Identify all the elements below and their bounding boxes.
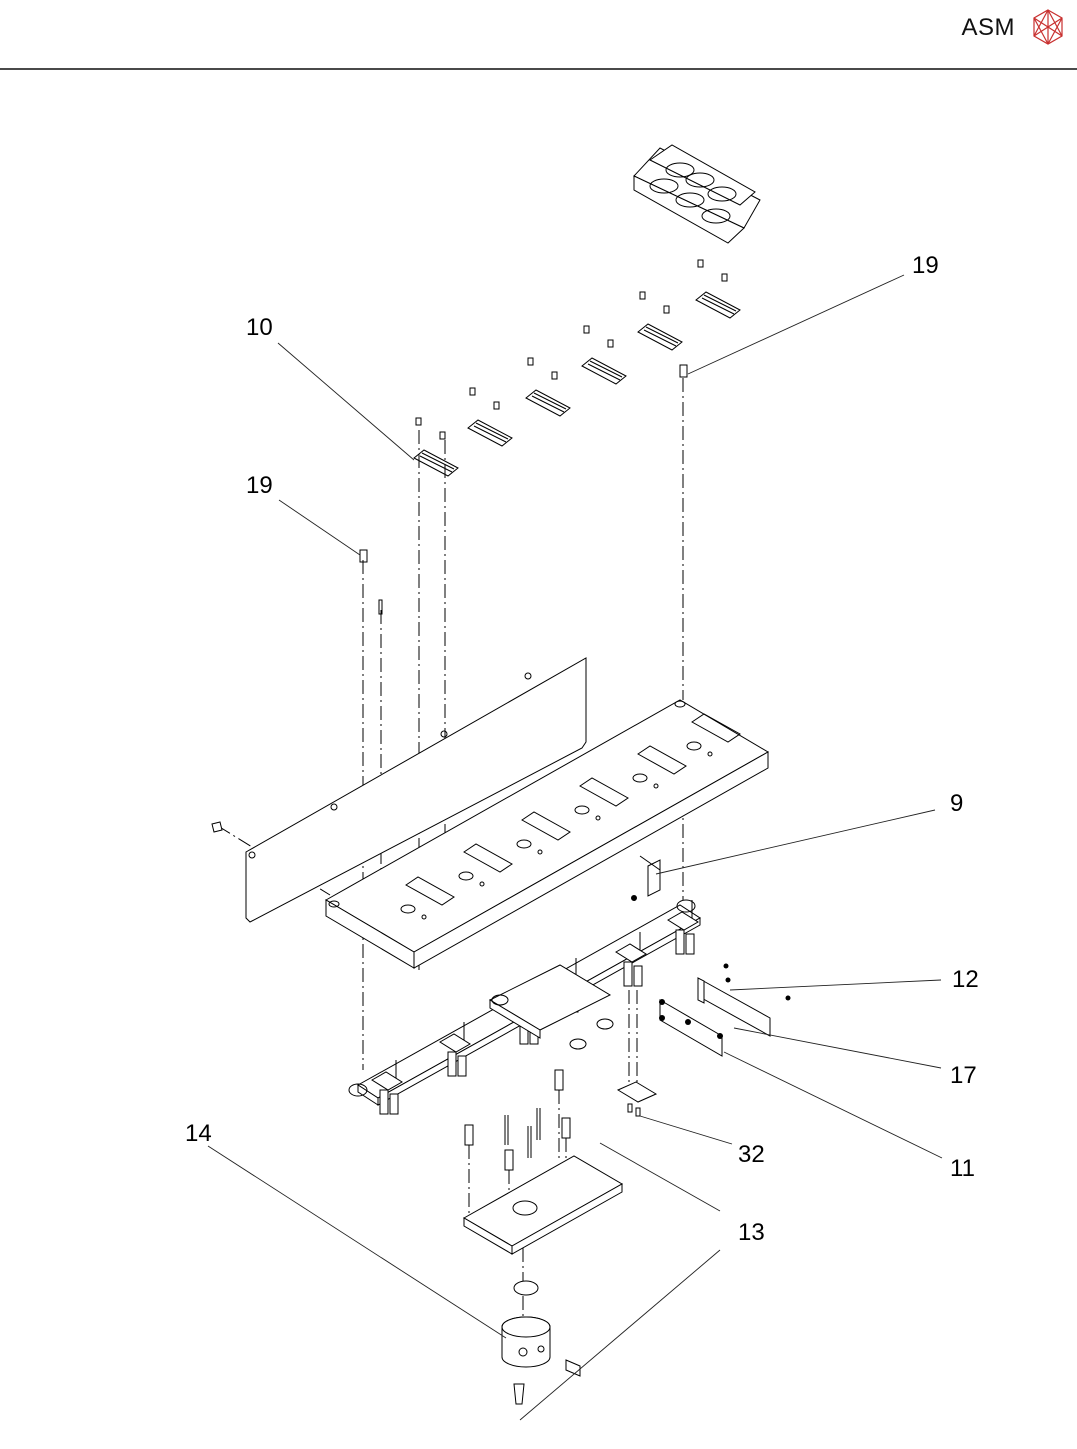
callout-12: 12 xyxy=(952,968,979,992)
screw-icon xyxy=(698,260,703,267)
small-plate-32 xyxy=(618,1082,656,1116)
bottom-mounting-plate xyxy=(464,1156,622,1254)
screw-icon xyxy=(722,274,727,281)
clamp-strip xyxy=(696,260,740,318)
screw-icon xyxy=(528,358,533,365)
clamp-strip xyxy=(526,358,570,416)
screw-icon xyxy=(440,432,445,439)
screw-icon xyxy=(608,340,613,347)
callout-9: 9 xyxy=(950,792,963,816)
clamp-strip xyxy=(468,388,512,446)
callout-11: 11 xyxy=(950,1157,975,1181)
bracket-9 xyxy=(631,856,660,901)
screw-icon xyxy=(494,402,499,409)
callout-10: 10 xyxy=(246,316,273,340)
callout-19-left: 19 xyxy=(246,474,273,498)
callout-32: 32 xyxy=(738,1143,765,1167)
side-plate-17 xyxy=(659,999,723,1056)
callout-19-right: 19 xyxy=(912,254,939,278)
screw-icon xyxy=(640,292,645,299)
screw-icon xyxy=(552,372,557,379)
clamp-strip xyxy=(582,326,626,384)
callout-13: 13 xyxy=(738,1221,765,1245)
callout-17: 17 xyxy=(950,1064,977,1088)
screw-19-right xyxy=(680,365,687,377)
clamp-strip xyxy=(414,418,458,476)
callout-14: 14 xyxy=(185,1122,212,1146)
clamp-strip xyxy=(638,292,682,350)
rotary-cylinder xyxy=(502,1281,580,1404)
nozzle-carrier-block xyxy=(634,145,760,243)
side-plate-12 xyxy=(698,964,791,1037)
screw-icon xyxy=(664,306,669,313)
screw-icon xyxy=(584,326,589,333)
screw-icon xyxy=(416,418,421,425)
screw-icon xyxy=(470,388,475,395)
